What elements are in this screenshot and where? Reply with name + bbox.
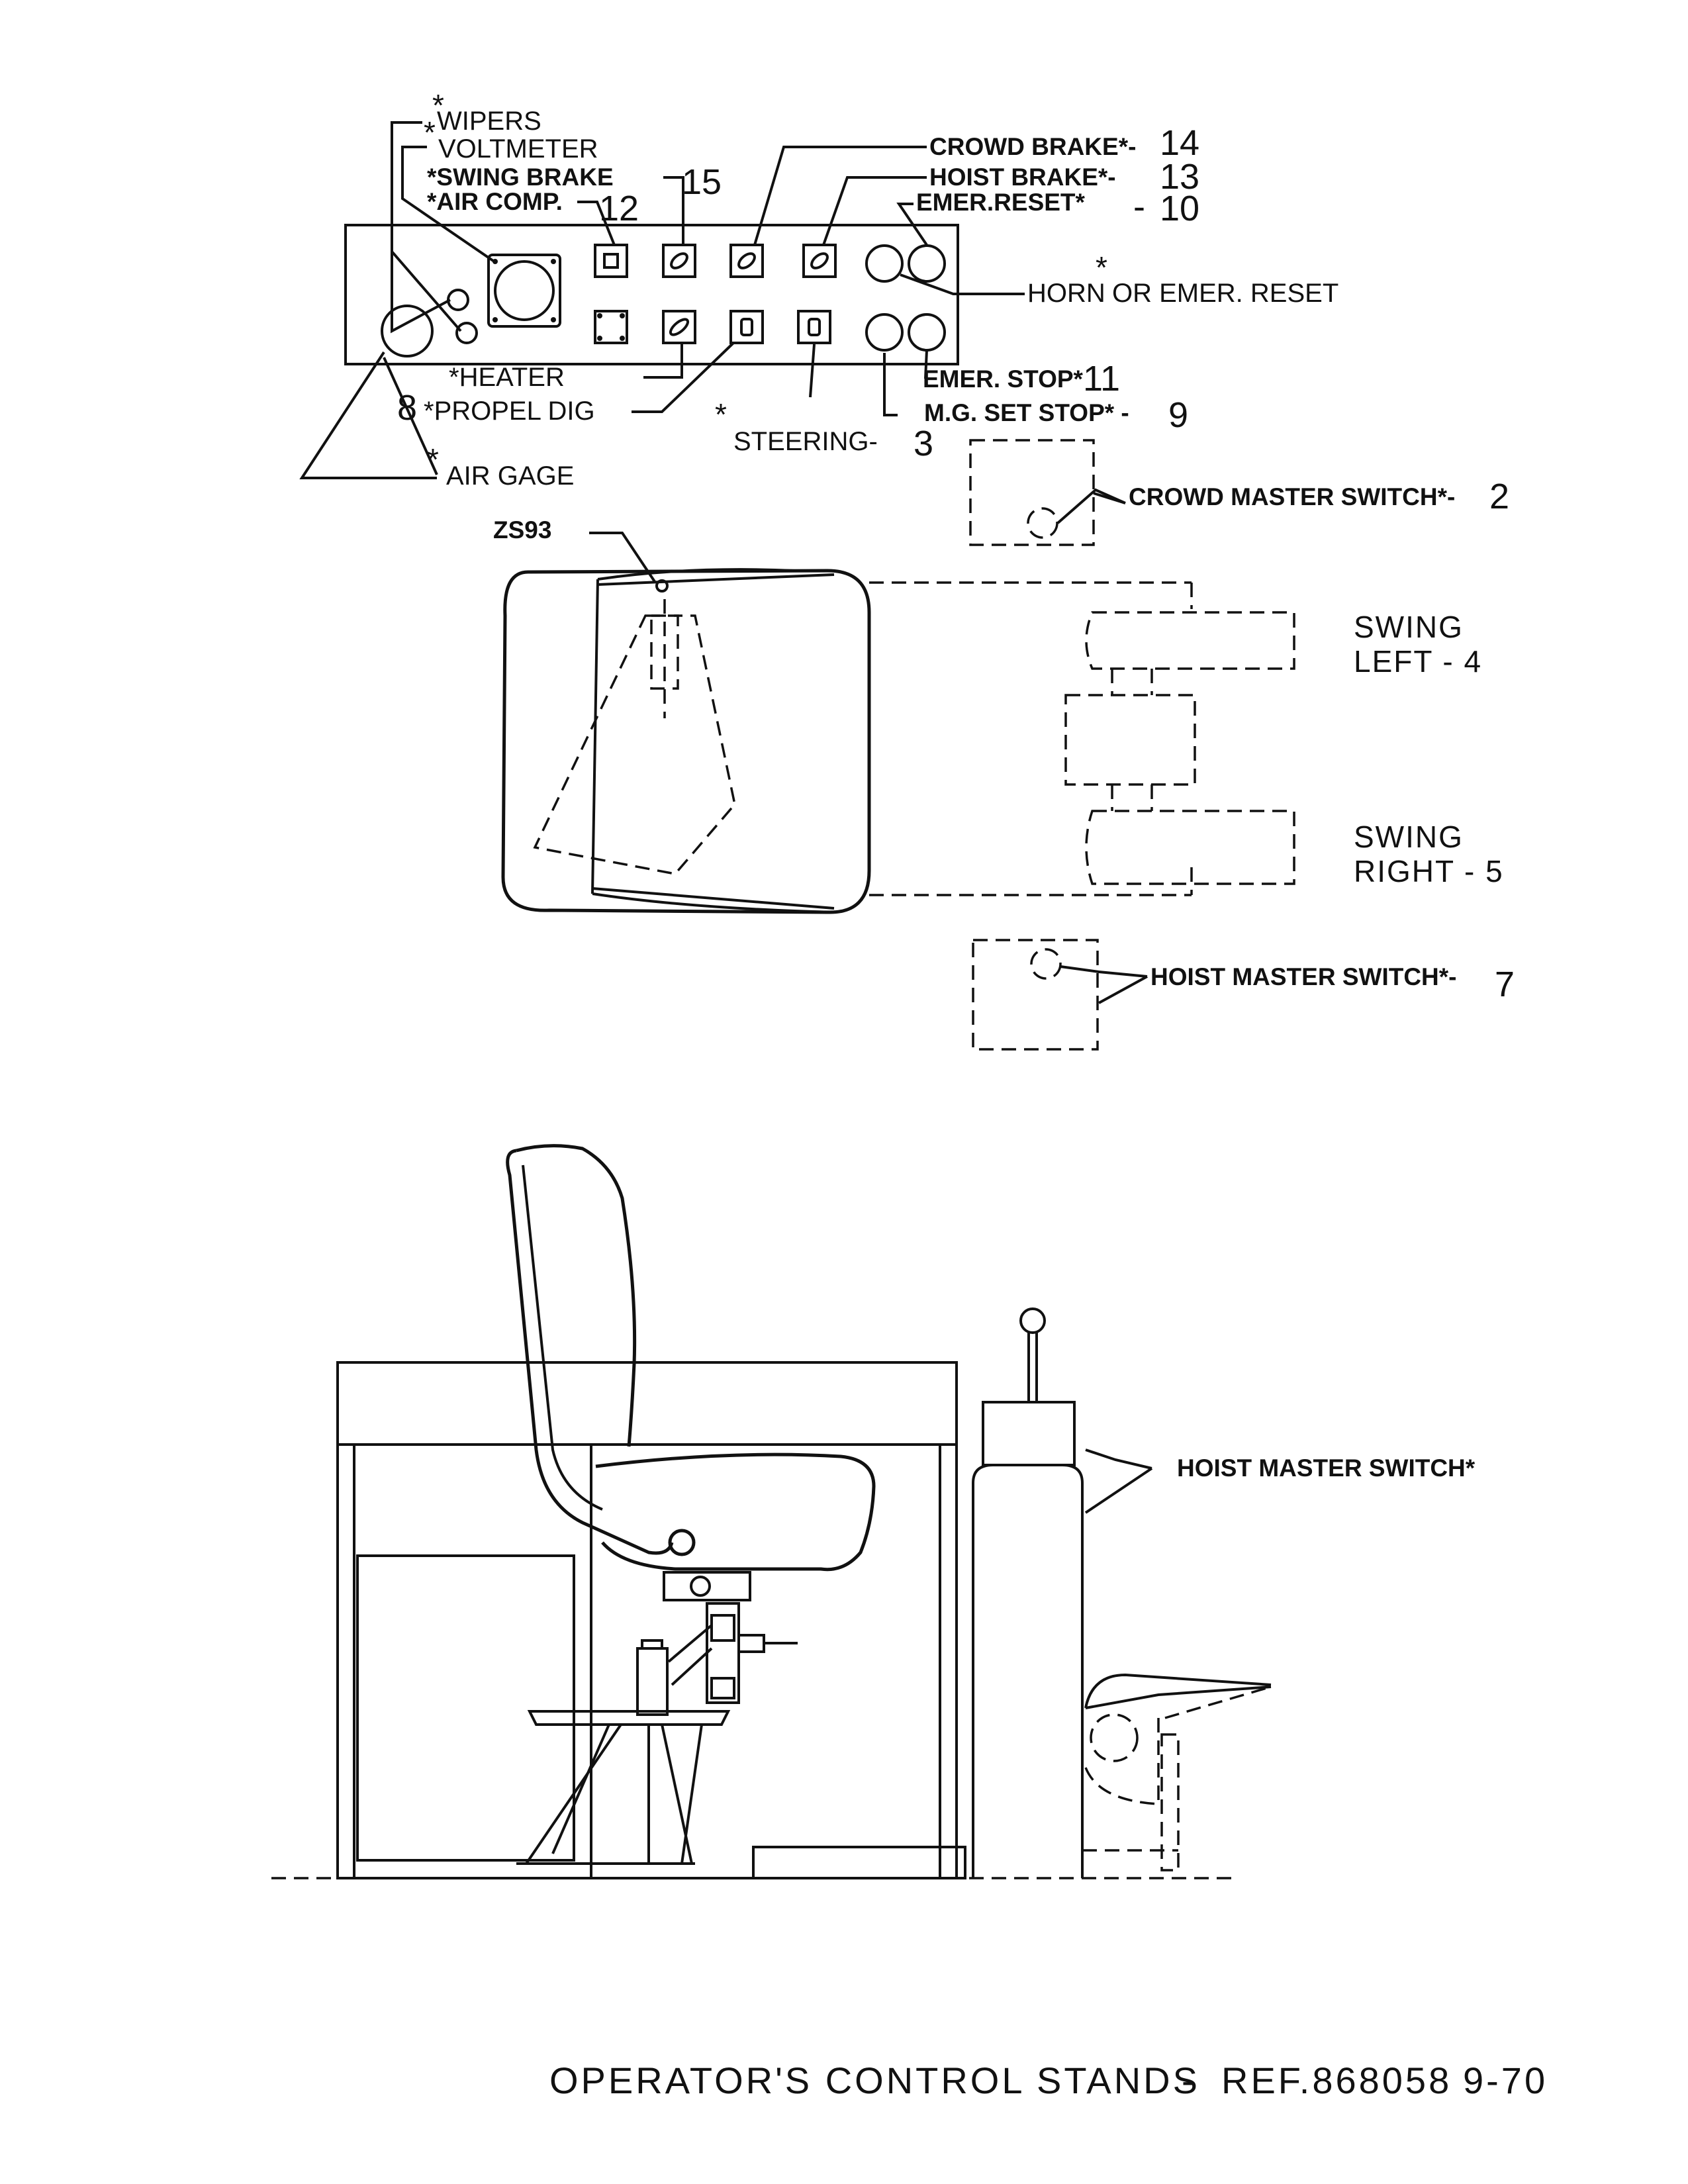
- label-crowd-master: CROWD MASTER SWITCH*-: [1129, 483, 1455, 510]
- wipers-knob-upper: [447, 289, 469, 311]
- side-view: [271, 1144, 1272, 1879]
- hoist-lever-knob: [1019, 1307, 1046, 1334]
- label-swing-brake: *SWING BRAKE: [427, 164, 614, 191]
- title-dash: -: [1182, 2060, 1197, 2101]
- drawing-ref: REF.868058: [1221, 2060, 1452, 2101]
- horn-button: [865, 244, 904, 283]
- label-emer-reset: EMER.RESET*: [916, 189, 1086, 216]
- switch-propel-dig: [729, 310, 764, 344]
- label-air-gage: AIR GAGE: [446, 461, 574, 491]
- asterisk-horn: *: [1096, 250, 1107, 285]
- label-voltmeter: VOLTMETER: [438, 134, 598, 164]
- label-swing-right-1: SWING: [1354, 820, 1464, 854]
- top-view: [501, 439, 1295, 1051]
- num-crowd-master: 2: [1489, 477, 1509, 516]
- crowd-master-box: [969, 439, 1095, 546]
- asterisk-wipers: *: [432, 88, 444, 122]
- label-steering: STEERING-: [733, 427, 878, 456]
- label-swing-left-2: LEFT - 4: [1354, 644, 1482, 679]
- asterisk-voltmeter: *: [424, 115, 436, 150]
- voltmeter-housing: [487, 254, 561, 328]
- seat-cushion: [595, 1452, 876, 1572]
- label-horn-or-emer-reset: OR EMER. RESET: [1112, 279, 1338, 308]
- num-air-comp: 12: [599, 189, 639, 228]
- asterisk-air-gage: *: [427, 442, 439, 477]
- num-emer-stop: 11: [1083, 359, 1120, 399]
- num-hoist-brake: 13: [1160, 157, 1199, 197]
- label-propel-dig: *PROPEL DIG: [424, 397, 595, 426]
- switch-air-comp: [594, 244, 628, 278]
- num-propel-dig: 8: [397, 388, 417, 428]
- switch-steering: [797, 310, 831, 344]
- label-horn: HORN: [1027, 279, 1105, 308]
- switch-heater: [662, 310, 696, 344]
- label-heater: *HEATER: [449, 363, 565, 392]
- label-zs93: ZS93: [493, 516, 551, 544]
- stand-frame: [336, 1361, 958, 1879]
- emer-reset-button: [908, 244, 946, 283]
- num-swing-brake: 15: [682, 162, 722, 202]
- drawing-title: OPERATOR'S CONTROL STANDS: [549, 2060, 1200, 2101]
- control-panel: [299, 121, 1025, 479]
- switch-blank: [594, 310, 628, 344]
- num-steering: 3: [914, 424, 933, 463]
- hoist-master-handle: [1030, 948, 1062, 980]
- num-hoist-master-top: 7: [1495, 965, 1515, 1004]
- asterisk-steering: *: [715, 397, 727, 432]
- hoist-master-column: [972, 1464, 1084, 1878]
- crowd-master-handle: [1027, 507, 1058, 539]
- drawing-date: 9-70: [1463, 2060, 1548, 2101]
- label-hoist-master-top: HOIST MASTER SWITCH*-: [1150, 963, 1456, 990]
- label-wipers: WIPERS: [437, 107, 541, 136]
- seat-back: [506, 1149, 674, 1555]
- air-gage-dial: [381, 305, 434, 357]
- wipers-knob-lower: [455, 322, 478, 344]
- hoist-master-box: [972, 939, 1099, 1051]
- num-crowd-brake: 14: [1160, 123, 1199, 163]
- num-emer-reset: 10: [1160, 189, 1199, 228]
- label-emer-stop: EMER. STOP*: [923, 365, 1084, 393]
- label-mg-set-stop: M.G. SET STOP* -: [924, 399, 1129, 426]
- switch-swing-brake: [662, 244, 696, 278]
- voltmeter-dial: [494, 260, 555, 321]
- panel-plate: [344, 224, 959, 365]
- switch-crowd-brake: [729, 244, 764, 278]
- label-crowd-brake: CROWD BRAKE*-: [929, 133, 1136, 160]
- label-swing-left-1: SWING: [1354, 610, 1464, 644]
- label-hoist-brake: HOIST BRAKE*-: [929, 164, 1116, 191]
- mg-set-stop-button: [865, 313, 904, 352]
- switch-hoist-brake: [802, 244, 837, 278]
- emer-stop-button: [908, 313, 946, 352]
- label-hoist-master-side: HOIST MASTER SWITCH*: [1177, 1454, 1476, 1482]
- label-swing-right-2: RIGHT - 5: [1354, 854, 1504, 888]
- num-mg-set-stop: 9: [1168, 395, 1188, 435]
- num-emer-reset-dash: -: [1133, 187, 1145, 226]
- label-air-comp: *AIR COMP.: [427, 188, 563, 215]
